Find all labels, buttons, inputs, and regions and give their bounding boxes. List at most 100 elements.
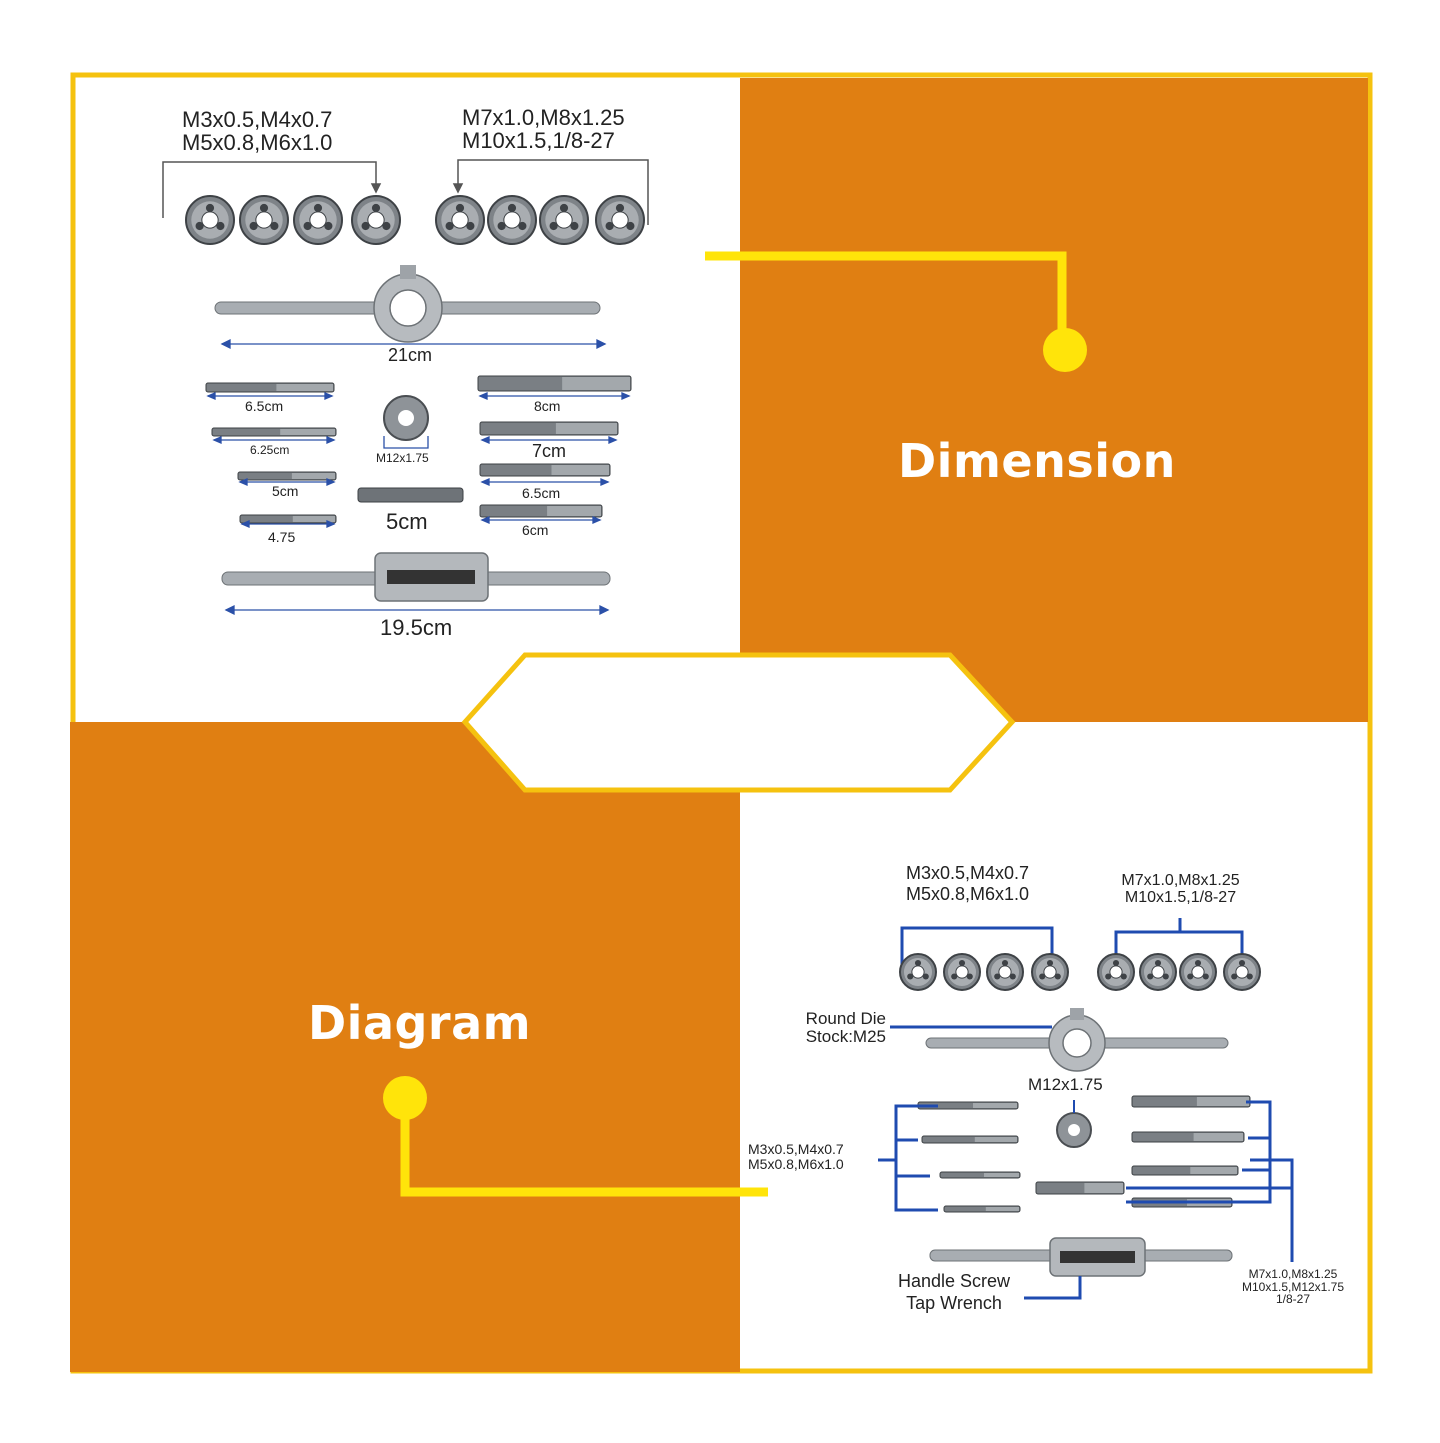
- round-die-icon: [1223, 953, 1261, 991]
- dimension-dies-bracket-right: [452, 159, 649, 225]
- diagram-center-die-icon: [1056, 1100, 1092, 1148]
- diagram-taps: [917, 1095, 1251, 1213]
- dimension-center-tap-label: 5cm: [386, 509, 428, 534]
- dimension-line: [212, 436, 336, 444]
- dimension-connector: [705, 251, 1087, 372]
- tap-icon: [1035, 1181, 1125, 1195]
- round-die-icon: [539, 195, 589, 245]
- round-die-icon: [899, 953, 937, 991]
- diagram-die-stock-icon: [925, 1008, 1229, 1072]
- dimension-dies-left-label: M3x0.5,M4x0.7 M5x0.8,M6x1.0: [182, 108, 332, 154]
- diagram-dies-right-label: M7x1.0,M8x1.25 M10x1.5,1/8-27: [1108, 872, 1253, 907]
- dimension-center-die-icon: [383, 395, 429, 449]
- round-die-icon: [351, 195, 401, 245]
- dimension-die-stock-icon: [214, 265, 601, 343]
- dimension-center-die-label: M12x1.75: [376, 451, 429, 465]
- dimension-round-dies: [185, 195, 645, 245]
- diagram-title: Diagram: [308, 996, 532, 1050]
- dimension-center-tap-icon: [357, 487, 464, 503]
- diagram-connector: [383, 1076, 768, 1197]
- tap-icon: [921, 1135, 1019, 1144]
- label-line: M5x0.8,M6x1.0: [182, 130, 333, 156]
- dimension-tap-wrench-length: 19.5cm: [380, 615, 453, 640]
- diagram-tap-wrench-label: Handle Screw Tap Wrench: [880, 1272, 1028, 1313]
- diagram-tap-wrench-pointer: [1024, 1276, 1082, 1300]
- tap-icon: [1131, 1131, 1245, 1143]
- label-line: Handle Screw: [897, 1271, 1011, 1291]
- dimension-die-stock-dim-line: [220, 338, 607, 350]
- dimension-taps: [205, 375, 632, 528]
- tap-icon: [479, 421, 619, 436]
- diagram-round-dies: [899, 953, 1261, 991]
- diagram-die-stock-label: Round Die Stock:M25: [776, 1010, 886, 1046]
- dimension-dies-right-label: M7x1.0,M8x1.25 M10x1.5,1/8-27: [462, 106, 625, 152]
- diagram-taps-bracket-left: [878, 1104, 938, 1212]
- label-line: M3x0.5,M4x0.7: [906, 863, 1030, 883]
- label-line: Stock:M25: [805, 1026, 886, 1046]
- bottom-left-orange-panel: [70, 722, 740, 1372]
- dimension-tap-wrench-dim-line: [224, 604, 610, 616]
- dimension-die-stock-length: 21cm: [388, 345, 433, 365]
- label-line: M10x1.5,M12x1.75: [1241, 1279, 1345, 1294]
- tap-icon: [237, 471, 337, 481]
- dimension-tap-length-right-3: 6.5cm: [522, 485, 561, 501]
- round-die-icon: [293, 195, 343, 245]
- dimension-line: [238, 478, 336, 486]
- tap-icon: [943, 1205, 1021, 1213]
- dimension-tap-wrench-icon: [221, 552, 611, 602]
- dimension-line: [478, 392, 631, 400]
- round-die-icon: [943, 953, 981, 991]
- round-die-icon: [1179, 953, 1217, 991]
- top-right-orange-panel: [740, 78, 1368, 722]
- tap-icon: [477, 375, 632, 392]
- label-line: Tap Wrench: [906, 1292, 1002, 1313]
- tap-icon: [1131, 1165, 1239, 1176]
- dimension-line: [240, 520, 336, 528]
- diagram-dies-left-label: M3x0.5,M4x0.7 M5x0.8,M6x1.0: [906, 864, 1029, 904]
- tap-icon: [917, 1101, 1019, 1110]
- label-line: M7x1.0,M8x1.25: [1248, 1267, 1338, 1281]
- dimension-dies-bracket-left: [162, 161, 382, 218]
- dimension-tap-length-right-1: 8cm: [534, 398, 561, 414]
- diagram-dies-bracket-right: [1114, 918, 1244, 968]
- dimension-line: [480, 436, 618, 444]
- round-die-icon: [1097, 953, 1135, 991]
- dimension-tap-length-left-3: 5cm: [272, 483, 299, 499]
- tap-icon: [939, 1171, 1021, 1179]
- dimension-tap-length-left-2: 6.25cm: [250, 443, 290, 457]
- tap-icon: [211, 427, 337, 437]
- round-die-icon: [185, 195, 235, 245]
- diagram-center-die-label: M12x1.75: [1028, 1075, 1103, 1094]
- label-line: M7x1.0,M8x1.25: [1121, 872, 1240, 889]
- tap-icon: [239, 514, 337, 524]
- round-die-icon: [435, 195, 485, 245]
- label-line: M7x1.0,M8x1.25: [462, 105, 625, 130]
- dimension-tap-length-left-4: 4.75: [268, 529, 296, 545]
- tap-icon: [1131, 1095, 1251, 1108]
- tap-icon: [205, 382, 335, 393]
- label-line: Round Die: [805, 1009, 886, 1028]
- dimension-tap-length-right-2: 7cm: [532, 441, 567, 461]
- label-line: M5x0.8,M6x1.0: [906, 883, 1030, 904]
- dimension-line: [206, 392, 334, 400]
- center-hexagon-badge: [461, 652, 1016, 793]
- diagram-dies-bracket-left: [900, 926, 1054, 968]
- round-die-icon: [1139, 953, 1177, 991]
- diagram-taps-right-label: M7x1.0,M8x1.25 M10x1.5,M12x1.75 1/8-27: [1226, 1268, 1360, 1306]
- dimension-title: Dimension: [898, 434, 1176, 488]
- diagram-taps-bracket-right: [1126, 1100, 1294, 1262]
- label-line: M3x0.5,M4x0.7: [182, 107, 333, 132]
- label-line: 1/8-27: [1275, 1292, 1311, 1307]
- round-die-icon: [1031, 953, 1069, 991]
- diagram-tap-wrench-icon: [929, 1237, 1233, 1277]
- round-die-icon: [487, 195, 537, 245]
- label-line: M10x1.5,1/8-27: [1124, 888, 1237, 906]
- dimension-tap-length-left-1: 6.5cm: [245, 398, 284, 414]
- label-line: M5x0.8,M6x1.0: [748, 1155, 844, 1172]
- round-die-icon: [239, 195, 289, 245]
- tap-icon: [479, 463, 611, 477]
- round-die-icon: [595, 195, 645, 245]
- round-die-icon: [986, 953, 1024, 991]
- dimension-line: [480, 516, 602, 524]
